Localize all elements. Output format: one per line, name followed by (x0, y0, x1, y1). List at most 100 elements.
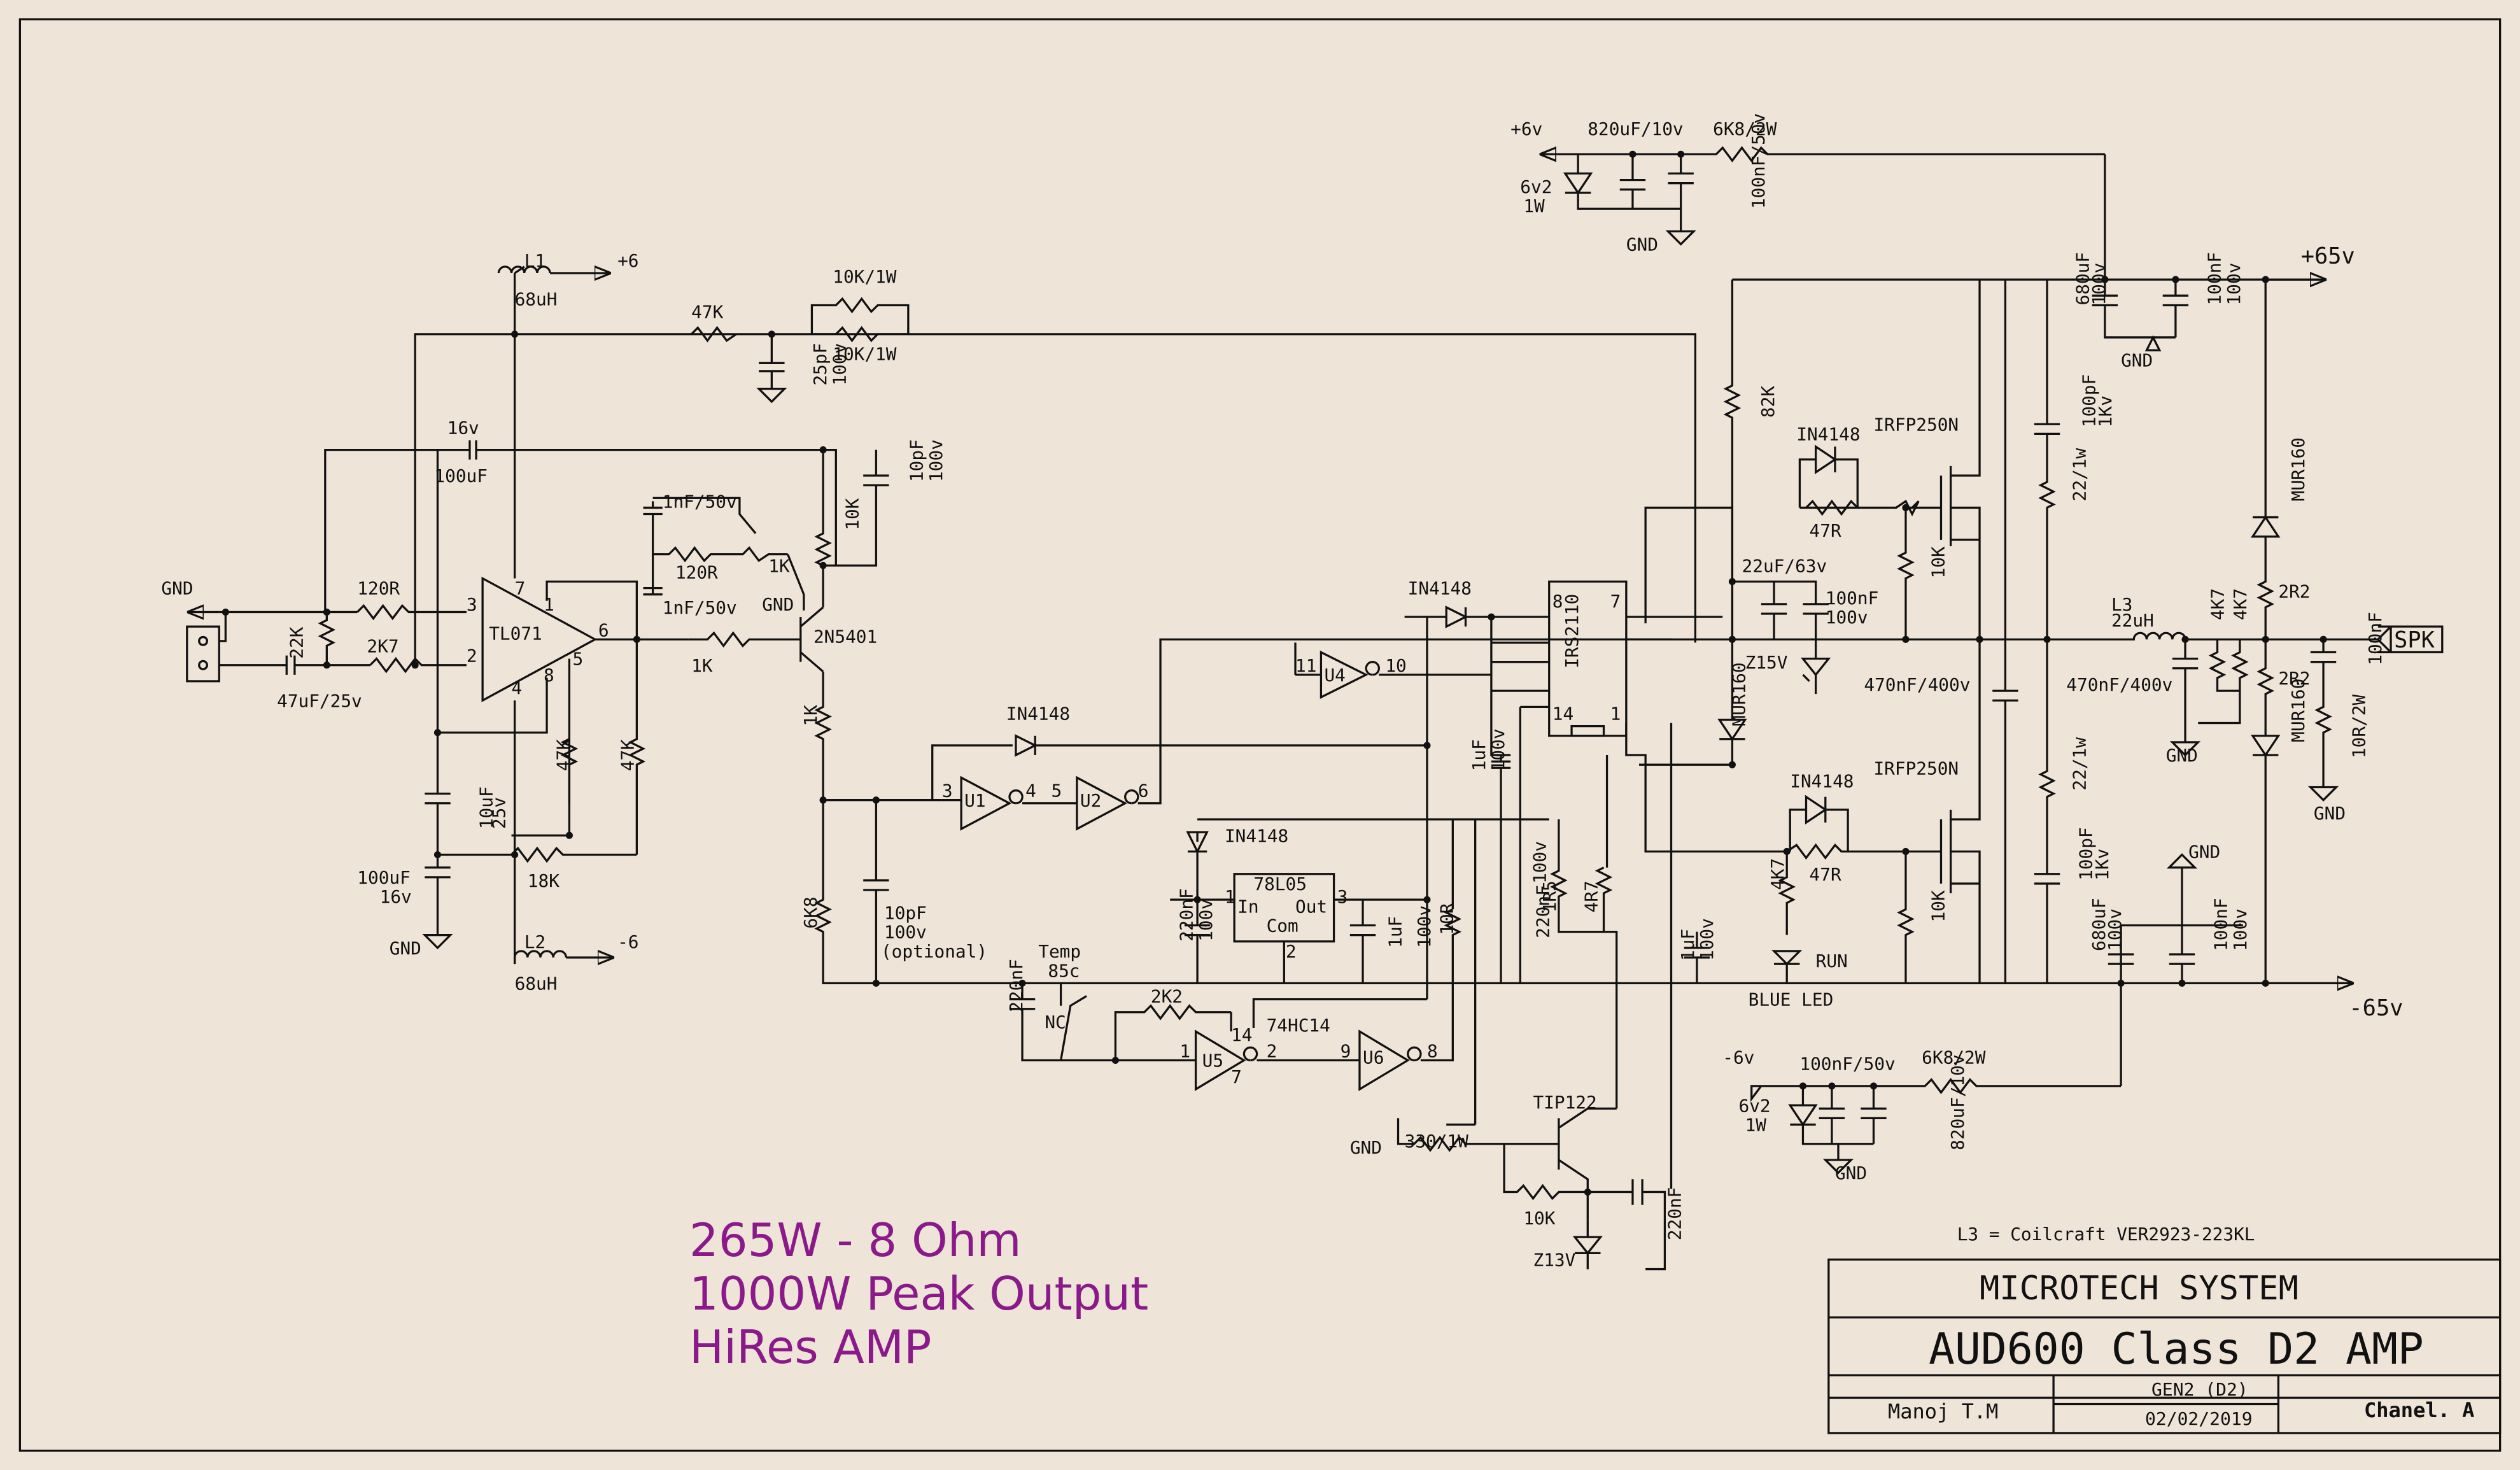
label-r2k2: 2K2 (1151, 986, 1183, 1007)
label-r2k7: 2K7 (367, 636, 398, 657)
temp-switch (1009, 983, 1232, 1062)
label-sn-zw: 1W (1745, 1115, 1767, 1136)
label-c100pf-a: 100pF (2079, 374, 2100, 428)
input-connector (186, 625, 220, 682)
spec-line-1: 265W - 8 Ohm (689, 1213, 1022, 1267)
diode-in4148-lo (1786, 795, 1906, 860)
label-u1p4: 4 (1025, 781, 1036, 802)
label-d-hi: IN4148 (1796, 423, 1860, 444)
label-u1p3: 3 (942, 781, 953, 802)
label-78l05: 78L05 (1253, 873, 1307, 894)
label-blue-led: BLUE LED (1749, 989, 1834, 1010)
label-reg-p3: 3 (1337, 886, 1348, 907)
neg-rail-line (814, 800, 2355, 985)
label-sn-gnd: GND (1835, 1163, 1867, 1184)
label-c220nf-drv: 220nF (1533, 885, 1554, 938)
label-c100nf-drv: 100nF (1826, 588, 1879, 609)
logic-u1-u2 (941, 638, 1672, 831)
title-date: 02/02/2019 (2145, 1408, 2253, 1429)
label-tip122: TIP122 (1533, 1092, 1596, 1113)
label-mur-lo: MUR160 (1729, 662, 1750, 726)
logic-u5-u6 (1115, 954, 1454, 1091)
cap-10uf (425, 732, 451, 935)
label-r10k-1w-a: 10K/1W (833, 266, 897, 287)
label-r10k-q: 10K (842, 498, 863, 530)
label-sp-zw: 1W (1523, 195, 1545, 216)
label-pot1k: 1K (768, 555, 790, 576)
label-c100nf-a-v: 100v (2223, 263, 2244, 306)
resistor-82k (1639, 279, 1747, 766)
label-r120r: 120R (357, 578, 400, 599)
label-u5p14: 14 (1231, 1024, 1252, 1045)
label-pos6v: +6v (1510, 118, 1542, 139)
label-c680-b-v: 100v (2104, 908, 2125, 951)
label-l3v: 22uH (2111, 610, 2154, 631)
label-mur-a: MUR160 (2288, 437, 2309, 501)
spk-connector (2376, 625, 2444, 654)
label-r1k-em: 1K (800, 705, 821, 726)
label-r47k-a: 47K (553, 739, 574, 771)
inductor-l1 (497, 265, 551, 274)
label-u2p5: 5 (1051, 781, 1062, 802)
supply-neg6 (1750, 1078, 2122, 1175)
label-d-in4148-1: IN4148 (1006, 703, 1070, 724)
label-c16v: 16v (447, 417, 479, 438)
resistor-2k7 (369, 656, 467, 674)
label-neg-rail: -65v (2349, 995, 2403, 1021)
label-u6p8: 8 (1427, 1040, 1438, 1061)
label-u4: U4 (1324, 665, 1345, 686)
label-r2r2-b: 2R2 (2278, 668, 2310, 689)
inductor-l2 (513, 950, 567, 965)
label-u2p6: 6 (1138, 781, 1149, 802)
label-c680-b: 680uF (2088, 898, 2109, 951)
mosfet-irfp250n-lo (1897, 639, 1981, 984)
label-pin6: 6 (598, 619, 609, 640)
label-c1uf-a-v: 100v (1488, 728, 1509, 771)
label-r10r-2w: 10R/2W (2349, 695, 2370, 759)
label-r6k8: 6K8 (800, 896, 821, 928)
inductor-l3 (1626, 632, 2378, 640)
label-pos-rail: +65v (2301, 243, 2355, 269)
label-r2r2-a: 2R2 (2278, 581, 2310, 602)
spec-line-3: HiRes AMP (689, 1320, 932, 1374)
label-z13: Z13V (1533, 1250, 1575, 1271)
label-sn-z: 6v2 (1739, 1095, 1771, 1116)
label-c22uf: 22uF/63v (1742, 555, 1827, 576)
label-c1nf-b: 1nF/50v (663, 597, 737, 618)
label-inductor-note: L3 = Coilcraft VER2923-223KL (1957, 1224, 2255, 1245)
label-c10pf-opt-v: 100v (884, 922, 927, 943)
label-r1k-base: 1K (691, 655, 713, 676)
title-main: AUD600 Class D2 AMP (1929, 1324, 2424, 1375)
label-sp-r: 6K8/2W (1713, 118, 1777, 139)
label-reg-in: In (1237, 896, 1258, 917)
label-c100nf-out: 100nF (2365, 612, 2386, 665)
label-c220nf-a: 220nF (1176, 888, 1197, 942)
label-gnd-tip: GND (1350, 1137, 1382, 1158)
label-c10pf-opt-n: (optional) (881, 941, 987, 962)
transistor-2n5401 (688, 606, 824, 673)
title-channel: Chanel. A (2364, 1398, 2475, 1422)
label-p6: +6 (617, 250, 638, 271)
label-r47-lo: 47R (1810, 864, 1841, 885)
label-gnd-neg: GND (2188, 842, 2220, 863)
label-u4p11: 11 (1295, 655, 1316, 676)
label-u6: U6 (1363, 1047, 1384, 1068)
label-c100nf-b-v: 100v (2230, 908, 2251, 951)
label-sp-c2: 100nF/50v (1748, 113, 1769, 209)
label-r10k-hi: 10K (1928, 546, 1949, 578)
label-r47k-b: 47K (617, 739, 638, 771)
label-c100uf: 100uF (434, 465, 488, 486)
label-c25pf: 25pF (810, 343, 831, 386)
label-u2: U2 (1080, 790, 1101, 811)
label-gnd-1: GND (390, 938, 421, 959)
label-d-in4148-2: IN4148 (1408, 578, 1472, 599)
label-c1nf-a: 1nF/50v (663, 491, 737, 512)
label-c100pf-b-v: 1Kv (2092, 849, 2113, 880)
supply-pos6 (1563, 154, 1696, 246)
label-q-lo: IRFP250N (1873, 758, 1959, 779)
label-r4r7: 4R7 (1580, 880, 1601, 912)
label-c10uf-v: 25v (488, 797, 509, 829)
label-irs-p14: 14 (1552, 703, 1573, 724)
label-pin5: 5 (572, 649, 583, 670)
label-l3: L3 (2111, 594, 2132, 615)
